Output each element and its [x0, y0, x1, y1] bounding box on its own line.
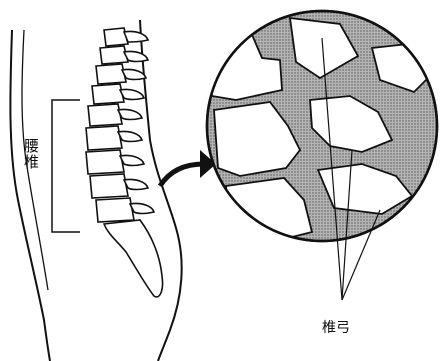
spinous-process-5 [118, 109, 142, 119]
vertebra-3 [96, 64, 126, 84]
vertebra-2 [100, 46, 128, 64]
spinous-process-1 [124, 31, 148, 42]
vertebra-8 [90, 174, 128, 198]
spinous-process-2 [124, 51, 148, 61]
lumbar-bracket [52, 100, 80, 232]
spinous-process-3 [122, 69, 146, 79]
curved-arrow-icon [160, 150, 216, 186]
spine-column [86, 28, 163, 297]
vertebra-1 [104, 28, 128, 46]
spinous-process-4 [120, 89, 144, 99]
spinous-process-8 [124, 179, 148, 189]
vertebra-9 [96, 198, 134, 222]
back-contour-outer [10, 30, 50, 361]
lumbar-vertebrae-label: 腰椎 [24, 138, 40, 170]
spinous-process-7 [120, 155, 144, 165]
sacrum [104, 220, 163, 297]
abdomen-contour [140, 20, 182, 361]
vertebra-5 [88, 104, 122, 126]
spinous-process-9 [130, 203, 154, 213]
vertebra-7 [86, 150, 124, 174]
vertebral-arch-label: 椎弓 [322, 317, 350, 337]
vertebra-6 [86, 126, 122, 150]
spinous-process-6 [118, 131, 142, 141]
vertebra-4 [92, 84, 124, 104]
magnified-view [207, 11, 437, 246]
